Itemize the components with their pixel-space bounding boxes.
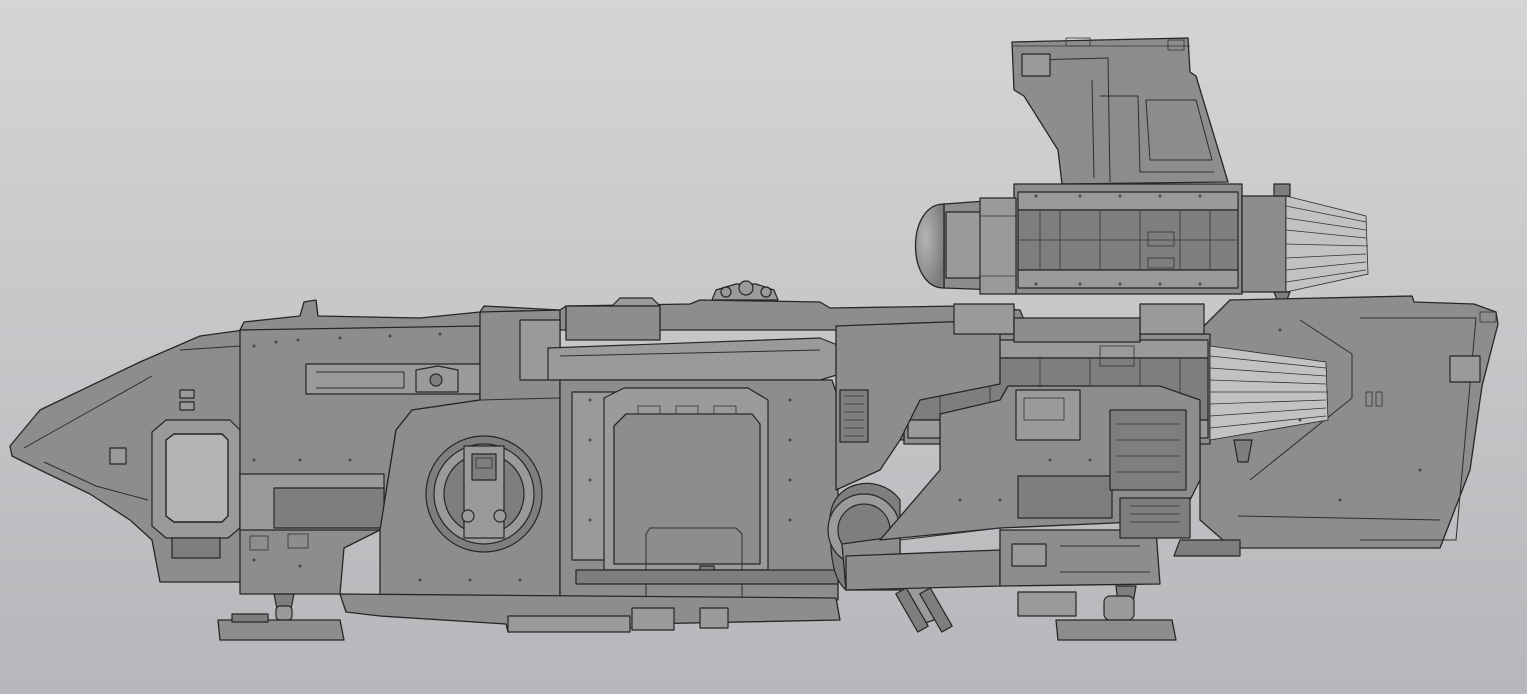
upper-engine-nacelle	[915, 183, 1369, 303]
tail-stabilizer	[1011, 37, 1229, 185]
rear-fuselage	[827, 303, 1205, 633]
landing-gear	[217, 585, 1177, 641]
main-fuselage	[9, 280, 1025, 633]
rivet-details	[252, 194, 1422, 582]
